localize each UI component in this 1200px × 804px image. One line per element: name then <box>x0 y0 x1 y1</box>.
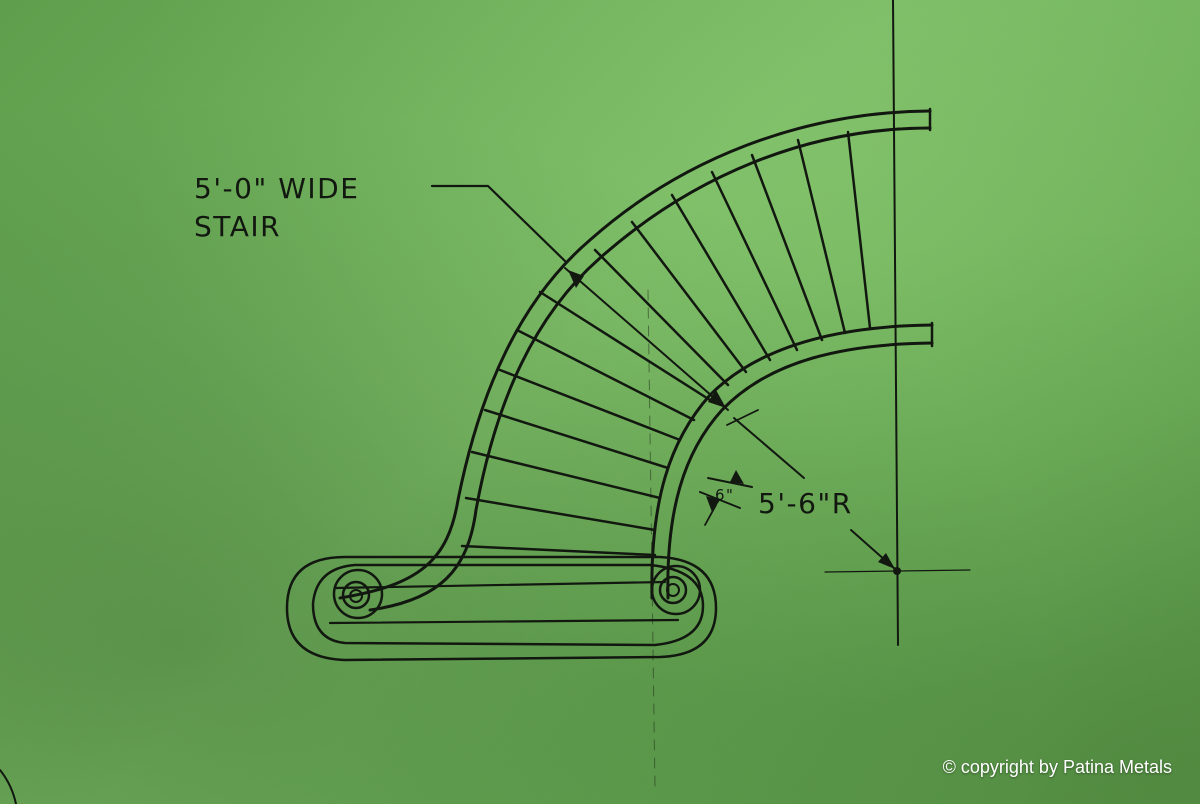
outer-handrail-outer-line <box>338 109 932 600</box>
radius-dimension-line <box>733 417 805 479</box>
rail-dimension-tick-top <box>707 477 753 488</box>
tread-line <box>498 368 682 442</box>
left-volute <box>332 568 384 620</box>
rail-dimension-arrow-bottom <box>706 496 720 512</box>
tread-line <box>515 328 696 422</box>
tread-line <box>483 408 670 470</box>
radius-label: 5'-6"R <box>758 487 853 520</box>
tread-line <box>846 130 872 330</box>
width-dimension-arrow-bottom <box>708 390 726 408</box>
step-line <box>328 618 680 625</box>
tread-line <box>538 290 712 402</box>
tread-line <box>460 544 657 557</box>
tread-line <box>710 170 799 352</box>
width-dimension-arrow-top <box>568 270 584 288</box>
tread-line <box>593 248 730 387</box>
tread-line <box>750 153 824 342</box>
copyright-watermark: © copyright by Patina Metals <box>942 757 1172 777</box>
right-volute <box>650 564 702 616</box>
tread-line <box>670 193 772 362</box>
rail-size-label: 6" <box>715 486 734 504</box>
inner-handrail-inner-line <box>666 341 934 600</box>
rail-dimension-arrow-top <box>730 470 744 484</box>
landing-outer-outline <box>285 555 718 662</box>
vertical-construction-line <box>892 0 899 646</box>
radius-tick <box>726 409 759 426</box>
width-leader-line <box>430 184 568 264</box>
tread-line <box>796 138 847 335</box>
tread-line <box>630 220 748 374</box>
rail-dimension-leader <box>704 504 717 526</box>
outer-handrail-inner-line <box>368 126 932 612</box>
landing-inner-outline <box>311 563 705 647</box>
stair-treads <box>460 130 872 557</box>
tread-line <box>464 496 657 532</box>
radius-arrow <box>878 553 895 569</box>
tread-line <box>470 450 662 500</box>
width-dimension-line <box>564 267 729 411</box>
vertical-guide-line <box>647 289 656 791</box>
width-label-line2: STAIR <box>194 210 281 243</box>
width-label-line1: 5'-0" WIDE <box>194 172 359 205</box>
corner-arc-mark <box>0 769 17 804</box>
